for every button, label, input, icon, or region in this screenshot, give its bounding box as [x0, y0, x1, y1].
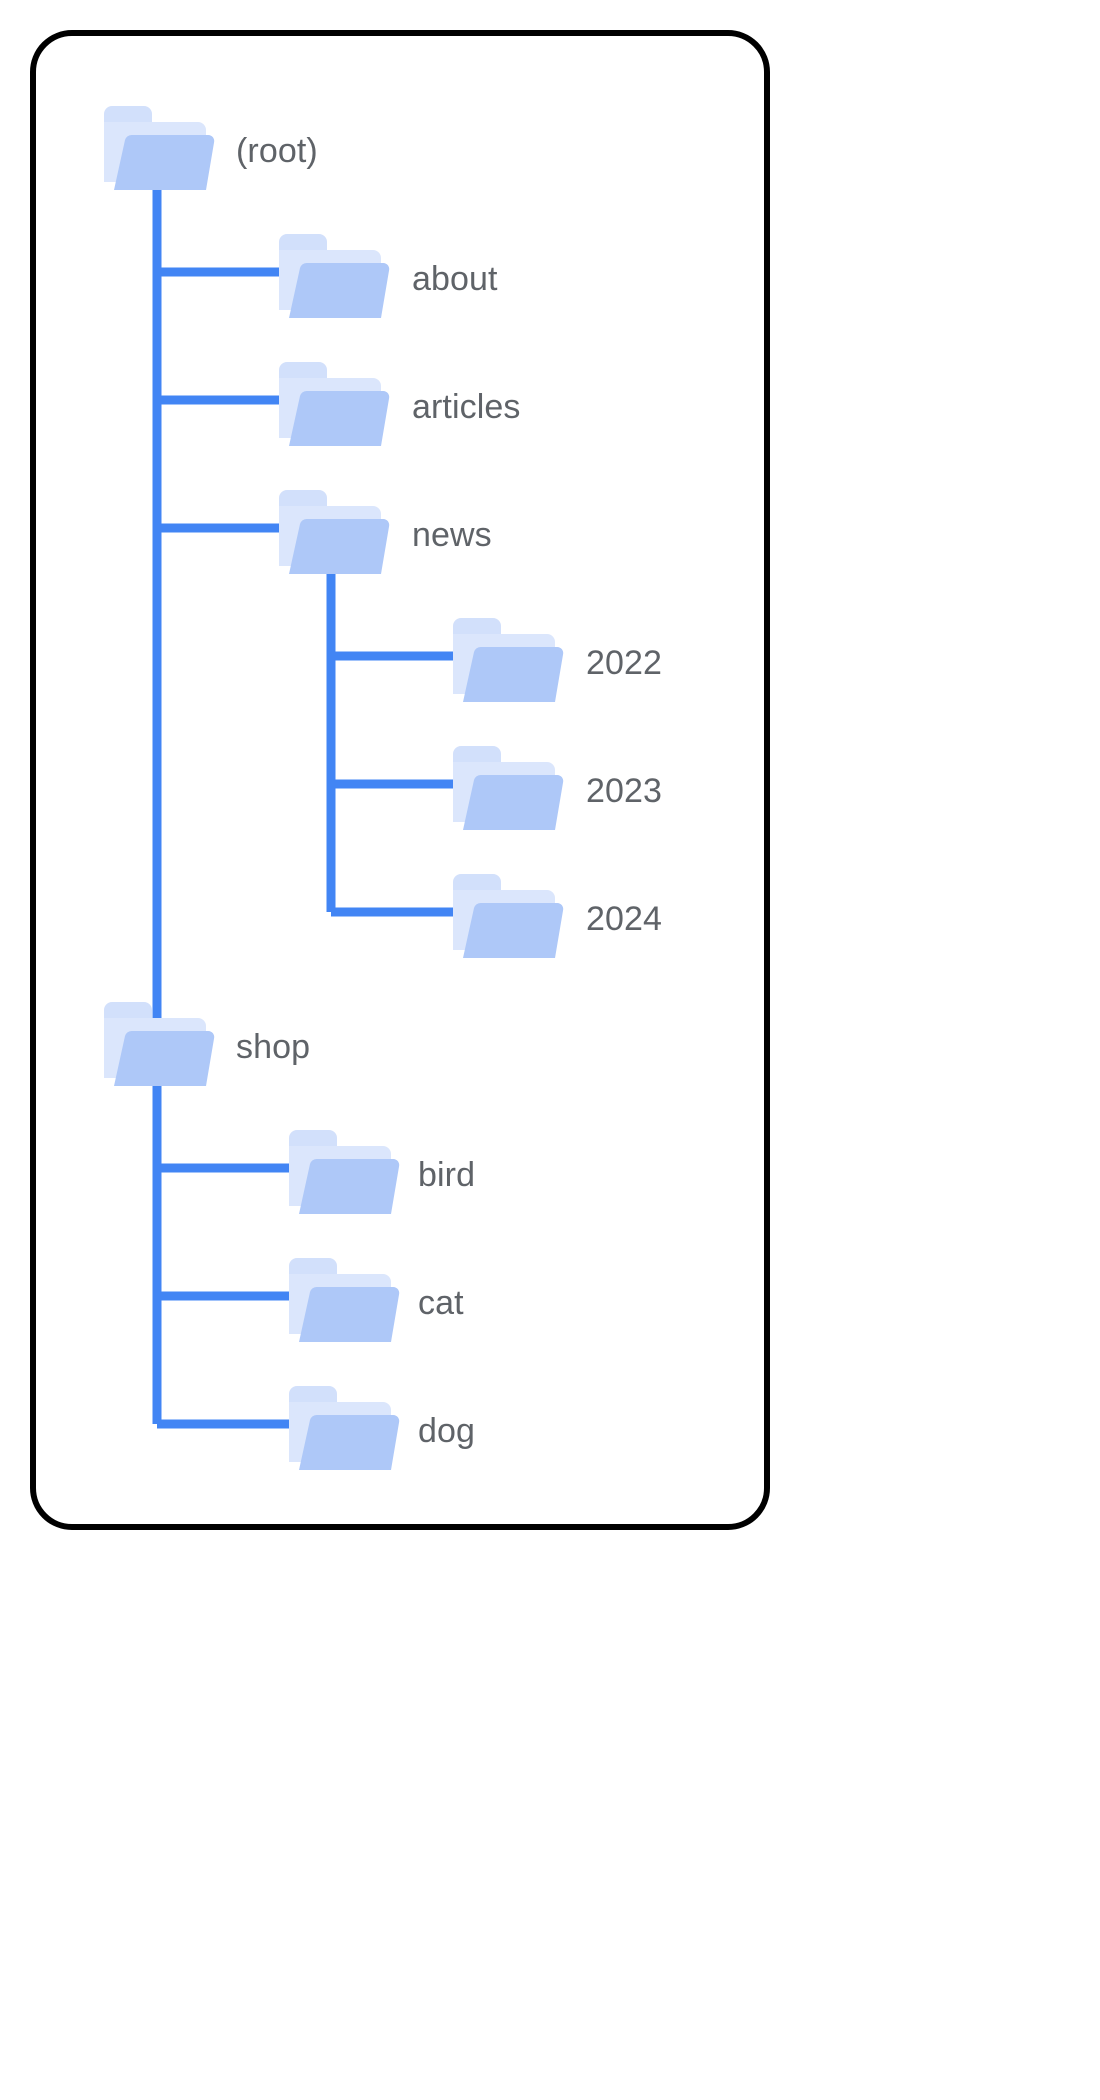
- folder-icon: [100, 996, 222, 1092]
- folder-icon: [275, 228, 397, 324]
- tree-node-label: (root): [236, 132, 318, 170]
- tree-node-label: bird: [418, 1156, 476, 1194]
- tree-node-label: articles: [412, 388, 521, 426]
- folder-icon: [285, 1252, 407, 1348]
- tree-node-label: cat: [418, 1284, 464, 1322]
- folder-icon: [285, 1380, 407, 1476]
- tree-node-label: 2022: [586, 644, 663, 682]
- folder-icon: [275, 356, 397, 452]
- tree-node-label: news: [412, 516, 492, 554]
- folder-icon: [449, 740, 571, 836]
- folder-icon: [275, 484, 397, 580]
- tree-node-label: dog: [418, 1412, 476, 1450]
- tree-node-label: shop: [236, 1028, 311, 1066]
- tree-node-label: 2023: [586, 772, 663, 810]
- tree-node-label: about: [412, 260, 498, 298]
- folder-icon: [100, 100, 222, 196]
- folder-icon: [449, 612, 571, 708]
- folder-icon: [449, 868, 571, 964]
- tree-node-label: 2024: [586, 900, 663, 938]
- folder-icon: [285, 1124, 407, 1220]
